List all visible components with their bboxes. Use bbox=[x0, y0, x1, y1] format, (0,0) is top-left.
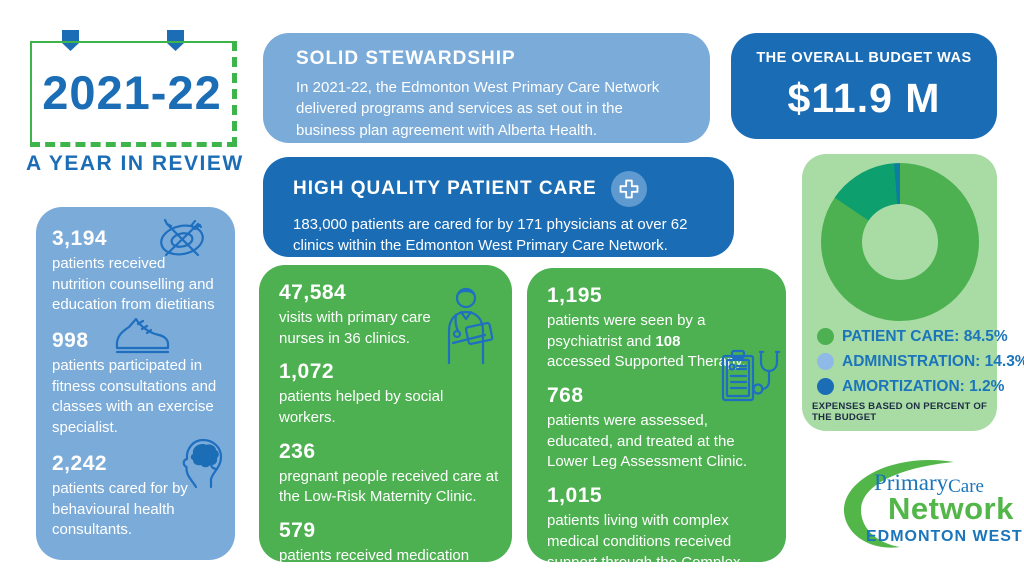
left-stats-panel: 3,194 patients received nutrition counse… bbox=[36, 207, 235, 560]
chart-legend: PATIENT CARE: 84.5% ADMINISTRATION: 14.3… bbox=[817, 324, 1024, 399]
logo-network: Network bbox=[888, 491, 1014, 526]
stat-text: visits with primary care nurses in 36 cl… bbox=[279, 309, 431, 347]
stat-item: 1,015 patients living with complex medic… bbox=[547, 484, 774, 576]
nutrition-plate-icon bbox=[160, 218, 204, 257]
stat-item: 1,072 patients helped by social workers. bbox=[279, 360, 500, 428]
legend-label: AMORTIZATION: 1.2% bbox=[842, 377, 1005, 395]
stat-item: 236 pregnant people received care at the… bbox=[279, 440, 500, 508]
nurse-icon bbox=[447, 287, 494, 365]
stat-value: 1,195 bbox=[547, 284, 603, 307]
stat-item: 47,584 visits with primary care nurses i… bbox=[279, 281, 500, 349]
stat-text: patients received nutrition counselling … bbox=[52, 255, 215, 314]
patient-care-panel: HIGH QUALITY PATIENT CARE 183,000 patien… bbox=[263, 157, 734, 257]
patient-care-title: HIGH QUALITY PATIENT CARE bbox=[293, 178, 597, 199]
stat-item: 1,195 patients were seen by a psychiatri… bbox=[547, 284, 774, 373]
stat-text: patients helped by social workers. bbox=[279, 388, 444, 427]
stewardship-body: In 2021-22, the Edmonton West Primary Ca… bbox=[296, 79, 660, 139]
stat-text: patients living with complex medical con… bbox=[547, 512, 741, 576]
stat-text: pregnant people received care at the Low… bbox=[279, 467, 499, 506]
bookmark-pin-icon bbox=[167, 30, 184, 51]
patient-care-body: 183,000 patients are cared for by 171 ph… bbox=[293, 216, 688, 255]
stat-text: patients were seen by a psychiatrist and… bbox=[547, 312, 746, 371]
stat-text: patients received medication support fro… bbox=[279, 547, 470, 576]
page-subtitle: A YEAR IN REVIEW bbox=[26, 152, 244, 175]
stat-value: 1,072 bbox=[279, 360, 335, 384]
running-shoe-icon bbox=[115, 317, 170, 354]
right-stats-panel: 1,195 patients were seen by a psychiatri… bbox=[527, 268, 786, 576]
stewardship-title: SOLID STEWARDSHIP bbox=[296, 48, 516, 69]
budget-chart-panel: PATIENT CARE: 84.5% ADMINISTRATION: 14.3… bbox=[802, 154, 1024, 431]
legend-item: AMORTIZATION: 1.2% bbox=[817, 374, 1024, 399]
legend-item: PATIENT CARE: 84.5% bbox=[817, 324, 1024, 349]
stat-value: 3,194 bbox=[52, 227, 108, 250]
stat-value: 47,584 bbox=[279, 281, 347, 304]
stat-value: 1,015 bbox=[547, 484, 603, 508]
legend-dot-amortization bbox=[817, 378, 834, 395]
year-title: 2021-22 bbox=[42, 66, 222, 119]
stat-item: 998 patients participated in fitness con… bbox=[52, 329, 221, 439]
budget-donut-chart bbox=[821, 163, 979, 321]
stat-value: 579 bbox=[279, 519, 316, 543]
logo-swoosh-icon bbox=[843, 459, 954, 548]
stat-text: patients were assessed, educated, and tr… bbox=[547, 412, 748, 471]
legend-label: ADMINISTRATION: 14.3% bbox=[842, 352, 1024, 370]
logo-primary-care: PrimaryCare bbox=[874, 470, 984, 497]
legend-dot-patient-care bbox=[817, 328, 834, 345]
stat-item: 579 patients received medication support… bbox=[279, 519, 500, 576]
stewardship-panel: SOLID STEWARDSHIP In 2021-22, the Edmont… bbox=[263, 33, 710, 143]
middle-stats-panel: 47,584 visits with primary care nurses i… bbox=[259, 265, 512, 576]
year-box: 2021-22 bbox=[30, 41, 237, 147]
stat-item: 768 patients were assessed, educated, an… bbox=[547, 384, 774, 473]
stat-value: 998 bbox=[52, 329, 89, 353]
budget-amount: $11.9 M bbox=[787, 75, 941, 121]
stat-text: patients cared for by behavioural health… bbox=[52, 479, 188, 539]
chart-footnote: EXPENSES BASED ON PERCENT OF THE BUDGET bbox=[812, 401, 988, 423]
legend-item: ADMINISTRATION: 14.3% bbox=[817, 349, 1024, 374]
legend-dot-administration bbox=[817, 353, 834, 370]
stat-item: 2,242 patients cared for by behavioural … bbox=[52, 452, 221, 541]
stat-value: 768 bbox=[547, 384, 584, 408]
medical-plus-icon bbox=[610, 171, 647, 207]
stat-item: 3,194 patients received nutrition counse… bbox=[52, 227, 221, 316]
stat-text: patients participated in fitness consult… bbox=[52, 357, 217, 437]
budget-label: THE OVERALL BUDGET WAS bbox=[756, 50, 972, 66]
stat-bold-number: 108 bbox=[655, 332, 681, 350]
clipboard-stethoscope-icon bbox=[721, 349, 781, 402]
behavioural-head-icon bbox=[182, 438, 223, 489]
budget-panel: THE OVERALL BUDGET WAS $11.9 M bbox=[731, 33, 997, 139]
stat-value: 2,242 bbox=[52, 451, 108, 475]
pcn-logo: PrimaryCare Network EDMONTON WEST bbox=[834, 450, 1023, 562]
bookmark-pin-icon bbox=[62, 30, 79, 51]
legend-label: PATIENT CARE: 84.5% bbox=[842, 327, 1008, 345]
logo-region: EDMONTON WEST bbox=[866, 528, 1023, 545]
stat-value: 236 bbox=[279, 439, 316, 463]
